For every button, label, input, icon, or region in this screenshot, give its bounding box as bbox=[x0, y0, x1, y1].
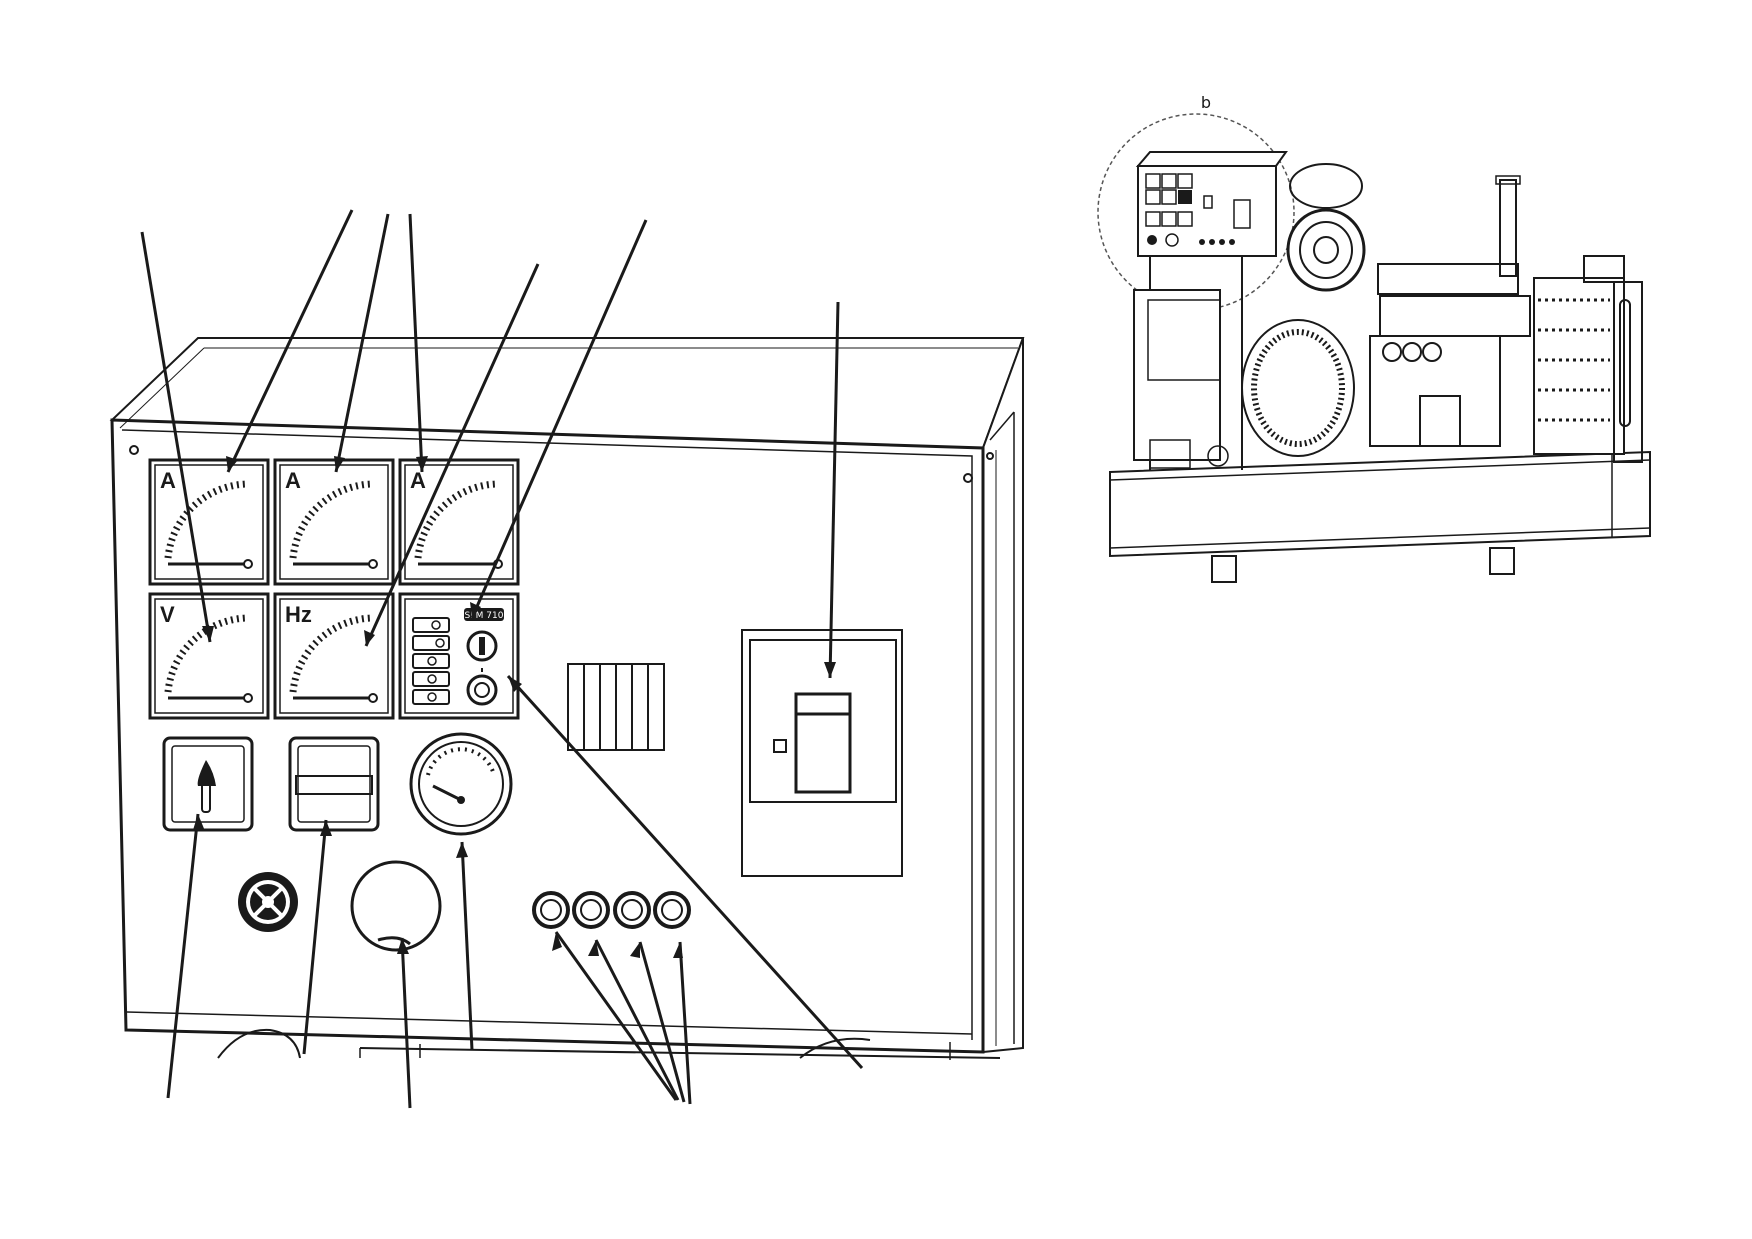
fuse-holder-2[interactable] bbox=[572, 891, 610, 929]
leader-line bbox=[364, 263, 540, 647]
ignition-key-switch[interactable] bbox=[466, 630, 498, 662]
screw-icon bbox=[129, 445, 139, 455]
leader-line bbox=[400, 937, 412, 1109]
radiator bbox=[1533, 255, 1643, 463]
meter-scale bbox=[289, 480, 372, 559]
control-module-badge: SPM 710 bbox=[465, 611, 504, 621]
screw-icon bbox=[986, 452, 994, 460]
leader-line bbox=[506, 674, 864, 1070]
leader-line bbox=[166, 813, 200, 1099]
meter-scale bbox=[164, 614, 247, 693]
meter-unit-label: A bbox=[410, 468, 426, 493]
meter-grid: A A A V Hz bbox=[148, 458, 520, 720]
meter-unit-label: A bbox=[285, 468, 301, 493]
fuse-holder-3[interactable] bbox=[613, 891, 651, 929]
meter-4: V bbox=[148, 592, 270, 720]
meter-unit-label: A bbox=[160, 468, 176, 493]
cabinet-foot-right bbox=[799, 1037, 871, 1059]
meter-scale bbox=[289, 614, 372, 693]
meter-scale bbox=[414, 480, 497, 559]
oil-pressure-gauge bbox=[409, 732, 513, 836]
main-circuit-breaker[interactable] bbox=[741, 629, 903, 877]
fuse-holder-1[interactable] bbox=[532, 891, 570, 929]
leader-line bbox=[828, 301, 840, 679]
leader-line bbox=[334, 213, 390, 473]
gauge-scale-arc bbox=[426, 747, 496, 776]
cabinet-foot-left bbox=[217, 1028, 301, 1059]
corner-mark: b bbox=[1201, 93, 1211, 112]
hour-counter bbox=[288, 736, 380, 832]
emergency-stop-button[interactable] bbox=[238, 872, 298, 932]
meter-scale bbox=[164, 480, 247, 559]
diesel-engine bbox=[1286, 163, 1531, 447]
voltmeter-selector-switch[interactable] bbox=[162, 736, 254, 832]
leader-line bbox=[554, 931, 678, 1101]
module-rotary-knob[interactable] bbox=[466, 668, 498, 706]
meter-2: A bbox=[273, 458, 395, 586]
indicator-light-column bbox=[412, 617, 450, 705]
meter-1: A bbox=[148, 458, 270, 586]
leader-line bbox=[460, 841, 474, 1051]
fuse-holder-4[interactable] bbox=[653, 891, 691, 929]
meter-unit-label: Hz bbox=[285, 602, 312, 627]
skid-base bbox=[1109, 450, 1651, 583]
leader-line bbox=[470, 219, 648, 619]
fuse-holder-row bbox=[532, 891, 691, 929]
leader-line bbox=[678, 941, 692, 1105]
speed-adjust-knob[interactable] bbox=[350, 860, 442, 952]
leader-line bbox=[226, 209, 354, 473]
ventilation-grille bbox=[567, 663, 665, 751]
meter-3: A bbox=[398, 458, 520, 586]
engine-control-module: SPM 710 bbox=[398, 592, 520, 720]
meter-5: Hz bbox=[273, 592, 395, 720]
leader-line bbox=[638, 941, 686, 1103]
alternator bbox=[1133, 289, 1355, 469]
generator-set-illustration: b bbox=[1097, 93, 1651, 583]
leader-line bbox=[140, 231, 212, 643]
meter-unit-label: V bbox=[160, 602, 175, 627]
leader-line bbox=[408, 213, 424, 473]
leader-line bbox=[594, 939, 680, 1101]
callout-leader-lines bbox=[140, 209, 864, 1109]
detail-circle bbox=[1097, 113, 1295, 311]
leader-line bbox=[302, 819, 328, 1055]
screw-icon bbox=[963, 473, 973, 483]
